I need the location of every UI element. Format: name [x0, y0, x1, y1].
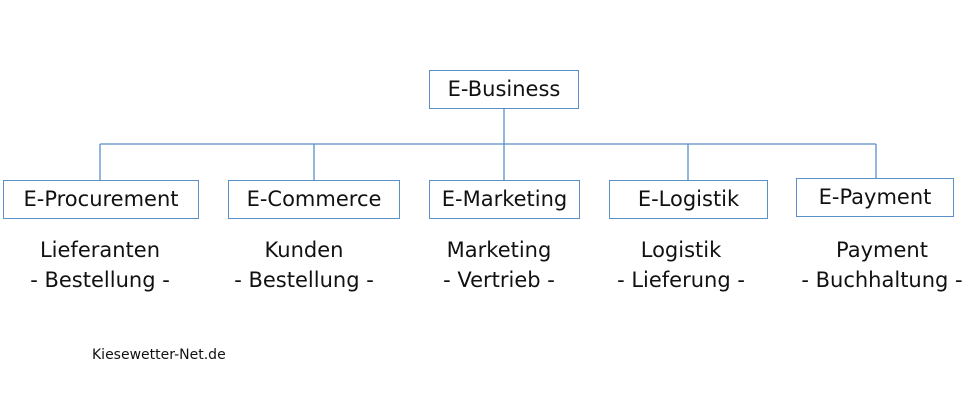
child-box-e-logistik: E-Logistik [609, 180, 768, 219]
child-box-e-payment: E-Payment [796, 178, 954, 217]
description-line-1: Marketing [446, 238, 552, 262]
child-box-e-commerce: E-Commerce [228, 180, 400, 219]
description-line-1: Payment [836, 238, 928, 262]
description-line-2: - Bestellung - [234, 268, 374, 292]
child-box-e-marketing: E-Marketing [429, 180, 580, 219]
description-line-2: - Vertrieb - [443, 268, 555, 292]
description-line-1: Logistik [640, 238, 722, 262]
description-e-commerce: Kunden - Bestellung - [234, 235, 374, 295]
description-e-logistik: Logistik - Lieferung - [617, 235, 745, 295]
description-line-2: - Bestellung - [30, 268, 170, 292]
description-line-1: Lieferanten [39, 238, 161, 262]
description-e-procurement: Lieferanten - Bestellung - [30, 235, 170, 295]
description-line-2: - Lieferung - [617, 268, 745, 292]
root-box-e-business: E-Business [429, 70, 579, 109]
description-line-2: - Buchhaltung - [801, 268, 963, 292]
description-e-payment: Payment - Buchhaltung - [801, 235, 962, 295]
description-e-marketing: Marketing - Vertrieb - [443, 235, 555, 295]
description-line-1: Kunden [264, 238, 344, 262]
credit-text: Kiesewetter-Net.de [92, 347, 226, 363]
child-box-e-procurement: E-Procurement [3, 180, 199, 219]
